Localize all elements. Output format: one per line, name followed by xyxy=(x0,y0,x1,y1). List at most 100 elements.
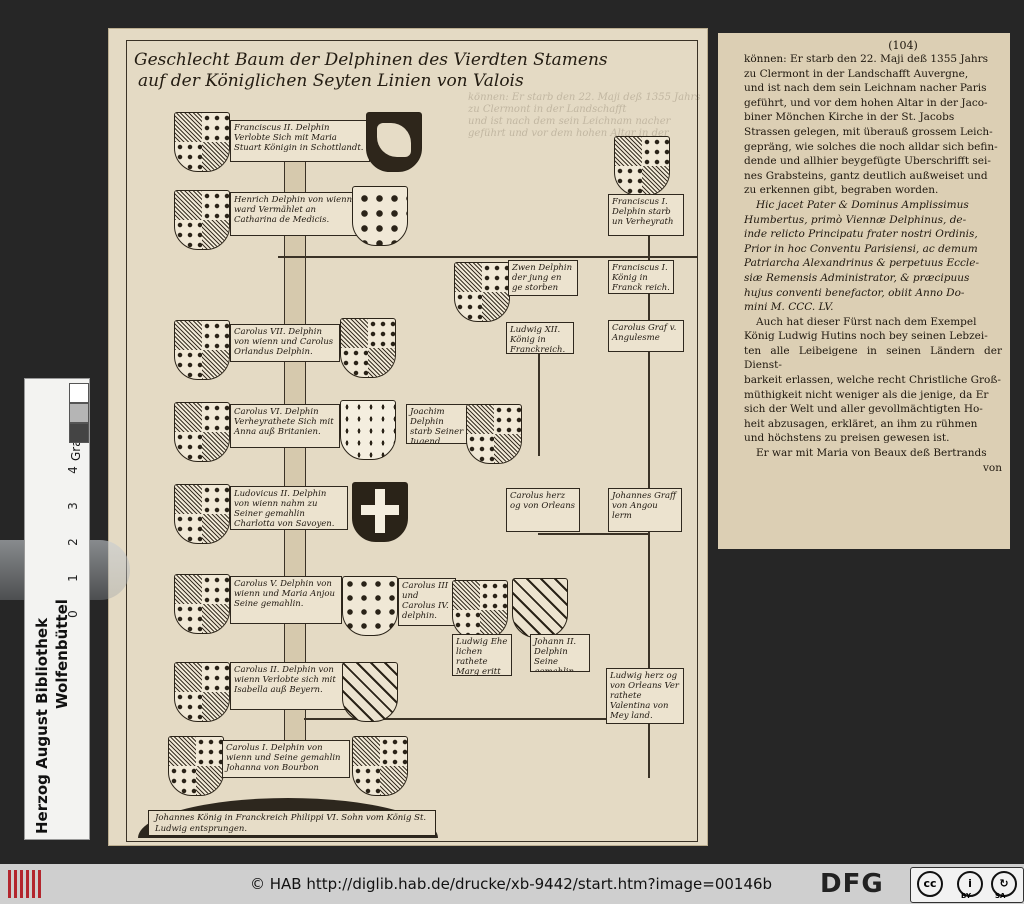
text-line: ten alle Leibeigene in seinen Ländern de… xyxy=(744,344,1002,372)
tree-entry: Ludwig XII. König in Franckreich. xyxy=(506,322,574,354)
text-line: gepräng, wie solches die noch alldar sic… xyxy=(744,140,998,153)
scan-viewer: Geschlecht Baum der Delphinen des Vierdt… xyxy=(0,28,1010,846)
text-line: biner Mönchen Kirche in der St. Jacobs xyxy=(744,111,955,124)
branch-line xyxy=(538,533,650,535)
tree-entry: Franciscus I. Delphin starb un Verheyrat… xyxy=(608,194,684,236)
tree-entry: Carolus herz og von Orleans xyxy=(506,488,580,532)
cc-by-label: BY xyxy=(961,892,972,900)
coat-of-arms-icon xyxy=(366,112,422,172)
tree-entry: Carolus VI. Delphin Verheyrathete Sich m… xyxy=(230,404,340,448)
latin-line: Humbertus, primò Viennæ Delphinus, de- xyxy=(744,213,967,226)
tree-title-line2: auf der Königlichen Seyten Linien von Va… xyxy=(138,71,524,91)
text-line: heit abzusagen, erkläret, an ihm zu rühm… xyxy=(744,417,978,430)
coat-of-arms-icon xyxy=(168,736,224,796)
coat-of-arms-icon xyxy=(340,400,396,460)
coat-of-arms-icon xyxy=(174,574,230,634)
coat-of-arms-icon xyxy=(174,484,230,544)
text-line: Auch hat dieser Fürst nach dem Exempel xyxy=(756,315,977,328)
coat-of-arms-icon xyxy=(174,190,230,250)
branch-line xyxy=(304,718,649,720)
tree-root-entry: Johannes König in Franckreich Philippi V… xyxy=(148,810,436,836)
text-line: geführt, und vor dem hohen Altar in der … xyxy=(744,96,988,109)
text-line: zu Clermont in der Landschafft Auvergne, xyxy=(744,67,969,80)
coat-of-arms-icon xyxy=(352,186,408,246)
gray-swatch xyxy=(69,383,89,403)
ruler-number: 4 xyxy=(65,466,80,474)
family-tree-plate: Geschlecht Baum der Delphinen des Vierdt… xyxy=(108,28,708,846)
tree-entry: Johannes Graff von Angou lerm xyxy=(608,488,682,532)
tree-entry: Carolus I. Delphin von wienn und Seine g… xyxy=(222,740,350,778)
coat-of-arms-icon xyxy=(466,404,522,464)
gray-swatch xyxy=(69,423,89,443)
latin-line: inde relicto Principatu frater nostri Or… xyxy=(744,228,978,241)
tree-entry: Franciscus I. König in Franck reich. xyxy=(608,260,674,294)
sa-icon: ↻ xyxy=(991,871,1017,897)
coat-of-arms-icon xyxy=(174,320,230,380)
ruler-number: 1 xyxy=(65,574,80,582)
latin-line: Hic jacet Pater & Dominus Amplissimus xyxy=(756,198,969,211)
tree-entry: Ludwig herz og von Orleans Ver rathete V… xyxy=(606,668,684,724)
cc-license-badge[interactable]: cc i ↻ BY SA xyxy=(910,867,1024,903)
tree-entry: Joachim Delphin starb Seiner Jugend. xyxy=(406,404,468,444)
text-line: und höchstens zu preisen gewesen ist. xyxy=(744,432,950,445)
plate-border xyxy=(126,40,698,842)
coat-of-arms-icon xyxy=(454,262,510,322)
tree-entry: Carolus V. Delphin von wienn und Maria A… xyxy=(230,576,342,624)
catchword: von xyxy=(982,461,1002,474)
tree-entry: Carolus II. Delphin von wienn Verlobte s… xyxy=(230,662,346,710)
text-line: König Ludwig Hutins noch bey seinen Lebz… xyxy=(744,330,988,343)
page-body: können: Er starb den 22. Maji deß 1355 J… xyxy=(744,52,1002,475)
coat-of-arms-icon xyxy=(452,580,508,640)
text-line: Strassen gelegen, mit überauß grossem Le… xyxy=(744,125,993,138)
by-icon: i xyxy=(957,871,983,897)
latin-line: Prior in hoc Conventu Parisiensi, ac dem… xyxy=(744,242,978,255)
tree-entry: Carolus Graf v. Angulesme xyxy=(608,320,684,352)
latin-line: siæ Remensis Administrator, & præcipuus xyxy=(744,271,970,284)
coat-of-arms-icon xyxy=(352,482,408,542)
branch-line xyxy=(538,326,540,456)
text-line: nes Grabsteins, gantz deutlich außweiset… xyxy=(744,169,988,182)
dfg-logo: DFG xyxy=(820,869,884,899)
text-line: müthigkeit nicht weniger als die jenige,… xyxy=(744,388,989,401)
latin-line: hujus conventi benefactor, obiit Anno Do… xyxy=(744,286,965,299)
text-page: (104) können: Er starb den 22. Maji deß … xyxy=(718,33,1010,549)
text-line: können: Er starb den 22. Maji deß 1355 J… xyxy=(744,53,989,65)
tree-entry: Henrich Delphin von wienn ward Vermählet… xyxy=(230,192,364,236)
text-line: dende und allhier beygefügte Uberschriff… xyxy=(744,155,991,168)
coat-of-arms-icon xyxy=(342,662,398,722)
text-line: Er war mit Maria von Beaux deß Bertrands xyxy=(756,447,987,460)
gray-scale-card: Herzog August Bibliothek Wolfenbüttel Gr… xyxy=(24,378,90,840)
page-number: (104) xyxy=(888,39,918,52)
tree-entry: Ludwig Ehe lichen rathete Marg eritt auß… xyxy=(452,634,512,676)
tree-title: Geschlecht Baum der Delphinen des Vierdt… xyxy=(134,50,694,92)
text-line: und ist nach dem sein Leichnam nacher Pa… xyxy=(744,82,987,95)
tree-entry: Ludovicus II. Delphin von wienn nahm zu … xyxy=(230,486,348,530)
coat-of-arms-icon xyxy=(352,736,408,796)
library-name: Herzog August Bibliothek xyxy=(33,617,51,834)
text-line: zu erkennen gibt, begraben worden. xyxy=(744,184,939,197)
coat-of-arms-icon xyxy=(512,578,568,638)
latin-line: mini M. CCC. LV. xyxy=(744,301,834,314)
hab-logo-icon xyxy=(8,870,42,898)
coat-of-arms-icon xyxy=(174,662,230,722)
tree-entry: Carolus III und Carolus IV. delphin. xyxy=(398,578,456,626)
branch-line xyxy=(648,188,650,778)
tree-entry: Johann II. Delphin Seine gemahlin Jaqua … xyxy=(530,634,590,672)
coat-of-arms-icon xyxy=(174,112,230,172)
gray-swatch xyxy=(69,403,89,423)
tree-entry: Franciscus II. Delphin Verlobte Sich mit… xyxy=(230,120,370,162)
coat-of-arms-icon xyxy=(340,318,396,378)
text-line: sich der Welt und aller gevollmächtigten… xyxy=(744,403,983,416)
show-through-text: können: Er starb den 22. Maji deß 1355 J… xyxy=(468,92,701,139)
ruler-number: 2 xyxy=(65,538,80,546)
coat-of-arms-icon xyxy=(614,136,670,196)
tree-entry: Zwen Delphin der jung en ge storben xyxy=(508,260,578,296)
cc-icon: cc xyxy=(917,871,943,897)
footer-bar: © HAB http://diglib.hab.de/drucke/xb-944… xyxy=(0,864,1024,904)
ruler-number: 3 xyxy=(65,502,80,510)
coat-of-arms-icon xyxy=(174,402,230,462)
copyright-link[interactable]: © HAB http://diglib.hab.de/drucke/xb-944… xyxy=(250,875,773,893)
coat-of-arms-icon xyxy=(342,576,398,636)
ruler-number: 0 xyxy=(65,610,80,618)
text-line: barkeit erlassen, welche recht Christlic… xyxy=(744,374,1001,387)
